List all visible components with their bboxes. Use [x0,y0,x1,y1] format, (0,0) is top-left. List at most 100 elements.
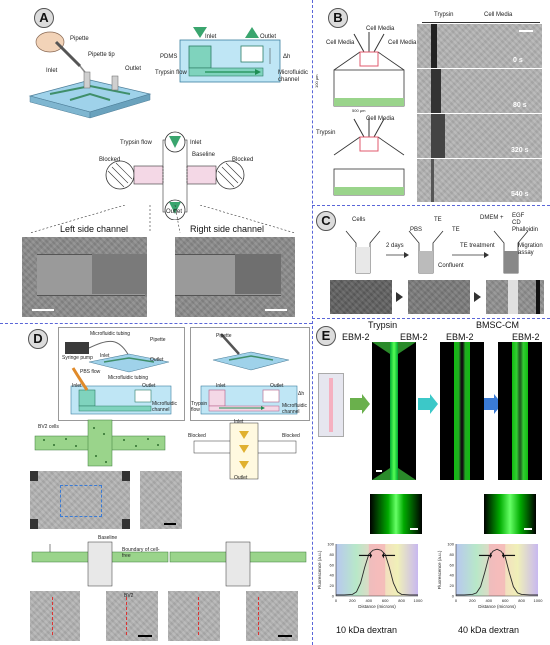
setup-pipette-box [190,327,310,421]
micrograph-c-2 [408,280,470,314]
label-pipette-2: Pipette [216,333,232,339]
frame-80s: 80 s [417,69,542,113]
label-two-days: 2 days [386,243,404,249]
label-left-side-channel: Left side channel [60,224,129,234]
y-tick-label: 40 [450,573,455,578]
dextran-strip-10kda [370,494,422,534]
label-outlet-1: Outlet [150,357,164,363]
axes [335,544,418,597]
migration-assay-schematic [345,230,529,274]
x-tick-label: 400 [485,598,492,603]
label-trypsin-left: Trypsin [316,130,336,136]
micrograph-d-bottom-4 [246,591,298,641]
cross-section-schematic [179,27,281,83]
label-te-treatment: TE treatment [460,243,495,249]
label-bv2: BV2 [124,593,134,599]
fluorescence-channel-1 [372,342,416,480]
series-line [336,548,418,596]
label-inlet-3: Inlet [216,383,226,389]
panel-b: B Cell Media Cell Media Cell Media 100 µ… [312,0,550,205]
vertical-divider [312,0,313,645]
label-cd: CD [512,220,521,226]
series-line [456,548,538,596]
panel-b-badge: B [328,8,348,28]
label-outlet: Outlet [125,66,142,72]
scalebar [519,30,533,32]
axes [455,544,538,597]
label-baseline: Baseline [192,152,216,158]
micrograph-d-bottom-1 [30,591,80,641]
label-microfluidic-channel: Microfluidic channel [278,70,309,83]
scalebar [265,309,287,311]
micrograph-d-overview [30,471,130,529]
x-tick-label: 600 [502,598,509,603]
label-microfluidic-channel-2: Microfluidic channel [282,403,308,415]
micrograph-d-bottom-2 [106,591,158,641]
label-ebm2-4: EBM-2 [512,332,540,342]
label-te-1: TE [434,217,442,223]
panel-d-badge: D [28,329,48,349]
header-line [422,22,540,23]
label-dmem: DMEM + [480,215,504,221]
label-trypsin: Trypsin [368,320,398,330]
divider-c-e [312,318,550,319]
label-blocked-left: Blocked [188,433,206,439]
center-band [488,544,506,596]
time-label: 80 s [513,102,527,109]
y-tick-label: 20 [330,583,335,588]
baseline-schematic-left [31,541,169,587]
channel-schematic-bottom [333,117,405,196]
label-cell-media-3: Cell Media [388,40,417,46]
x-tick-label: 200 [469,598,476,603]
fluorescence-channel-2 [440,342,484,480]
label-outlet-cross: Outlet [234,475,248,481]
label-bv2-cells: BV2 cells [38,424,59,430]
center-band [368,544,386,596]
caption-40kda: 40 kDa dextran [458,625,520,635]
panel-e: E EBM-2 Trypsin EBM-2 EBM-2 BMSC-CM EBM-… [312,318,550,645]
y-axis-label: Fluorescence (a.u.) [437,550,442,589]
time-label: 540 s [511,191,529,198]
y-tick-label: 0 [332,594,335,599]
label-inlet-2: Inlet [72,383,82,389]
panel-d: D Microfluidic tubing Pipette Syringe pu… [0,323,312,645]
micrograph-c-3 [486,280,544,314]
label-bmsc-cm: BMSC-CM [476,320,519,330]
arrow-right-icon [474,292,481,302]
arrow-right-icon [396,292,403,302]
label-confluent: Confluent [438,263,464,269]
label-inlet: Inlet [46,68,58,74]
fluorescence-channel-3 [498,342,542,480]
x-axis-label: Distance (microns) [478,604,516,609]
time-label: 320 s [511,147,529,154]
panel-c: C Cells PBS TE TE DMEM + EGF CD Phalloid… [312,205,550,318]
arrow-head [490,552,493,559]
scalebar [410,528,418,530]
cross-channel-diagram [105,131,245,220]
label-pbs-flow: PBS flow [80,369,101,375]
label-pdms: PDMS [160,54,178,60]
label-phalloidin: Phalloidin [512,227,539,233]
label-cell-media-4: Cell Media [366,116,395,122]
baseline-schematic-right [169,541,307,587]
frame-540s: 540 s [417,159,542,202]
label-baseline: Baseline [98,535,118,541]
y-tick-label: 20 [450,583,455,588]
label-outlet-3: Outlet [270,383,284,389]
label-trypsin-top: Trypsin [434,12,454,18]
label-cell-media-2: Cell Media [326,40,355,46]
scalebar [32,309,54,311]
arrow-head [381,552,384,559]
arrow-head [501,552,504,559]
flow-arrows [350,394,502,414]
x-tick-label: 0 [455,598,458,603]
micrograph-d-bottom-3 [168,591,220,641]
label-cross-trypsin-flow: Trypsin flow [120,140,152,146]
label-pipette: Pipette [150,337,166,343]
label-pipette: Pipette [70,36,89,42]
scalebar [138,635,152,637]
label-cells: Cells [352,217,366,223]
label-microfluidic-tubing-2: Microfluidic tubing [108,375,149,381]
label-te-2: TE [452,227,460,233]
